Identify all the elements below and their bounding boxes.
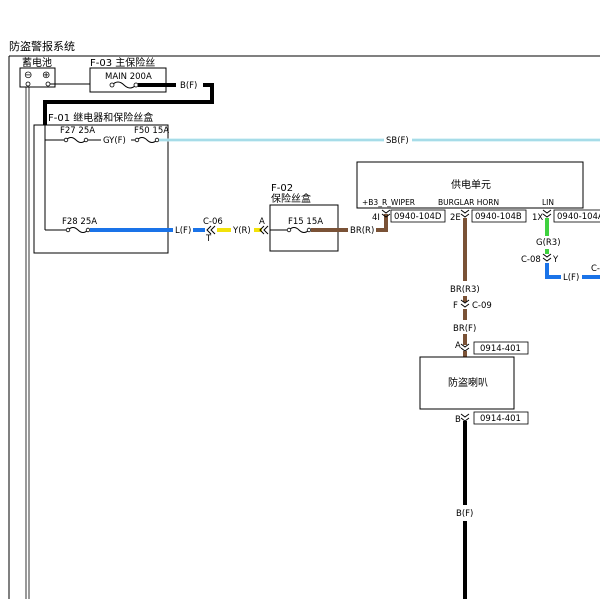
horn-in-connector-icon [460,343,470,352]
battery-plus-icon: ⊕ [42,70,50,81]
pin-4i-connector-icon [381,209,391,218]
fuse-f27-wire-label: GY(F) [103,136,126,146]
lin-conn-right-label: C- [591,264,600,274]
wire-g-r3-label: G(R3) [536,238,561,248]
c06-connector-icon [206,225,216,235]
pin-1x: 1X [532,213,543,223]
f02-fuse-term-r [306,227,312,233]
conn-d-box [390,209,446,223]
f02-fuse-label: F15 15A [288,217,323,227]
y-wire-label: Y(R) [232,226,251,236]
battery-terminal-minus [25,81,31,87]
page-title: 防盗警报系统 [9,39,75,53]
connector-c06: C-06 T [203,217,223,244]
conn-a-box [553,209,600,223]
horn-label: 防盗喇叭 [448,376,488,389]
c06-pin: T [205,234,212,244]
wire-l-f-label: L(F) [563,273,579,283]
fuse-f27-term-l [63,137,69,143]
br-wire-label: BR(R) [350,226,374,236]
wire-br-r3-label: BR(R3) [450,285,480,295]
main-fuse-rating: MAIN 200A [105,72,152,82]
lin-blue-wire-a [545,263,561,279]
battery-minus-icon: ⊖ [24,70,32,81]
horn-conn-bottom-box [473,411,529,425]
main-fuse-term-r [133,82,139,88]
battery: 蓄电池 ⊖ ⊕ [19,56,56,88]
c08-pin: Y [552,255,559,265]
conn-b-box [471,209,527,223]
supply-unit: 供电单元 +B3_R_WIPER BURGLAR HORN LIN [356,161,584,209]
conn-a-label: 0940-104A [557,212,600,222]
pin-b3-label: +B3_R_WIPER [362,198,415,207]
main-fuse-out-wire-b [43,83,214,125]
f02-name: 保险丝盒 [271,192,311,205]
relay-box-frame [33,124,169,254]
main-fuse-wire-label: B(F) [180,81,197,91]
pin-1x-connector-icon [542,209,552,218]
relay-box: F-01 继电器和保险丝盒 F27 25A GY(F) F50 15A F28 … [33,111,169,254]
battery-label: 蓄电池 [22,56,52,69]
pin-2e: 2E [450,213,461,223]
f02-fuse-term-l [286,227,292,233]
relay-box-id: F-01 继电器和保险丝盒 [48,111,153,124]
fuse-f28-term-l [65,227,71,233]
horn-conn-bottom-label: 0914-401 [480,414,521,424]
fuse-box-f02: F-02 保险丝盒 F15 15A [269,183,339,252]
conn-c09-label: C-09 [472,301,492,311]
fuse-f28-icon [67,227,89,233]
sb-wire-label: SB(F) [386,136,409,146]
fuse-f50-label: F50 15A [134,126,169,136]
conn-d-label: 0940-104D [394,212,442,222]
c08-id: C-08 [521,255,541,265]
horn-black-wire-label: B(F) [456,509,473,519]
conn-f-label: F [453,301,458,311]
supply-unit-frame [356,161,584,209]
fuse-f50-term-l [134,137,140,143]
main-fuse-term-l [109,82,115,88]
main-fuse-id: F-03 主保险丝 [90,56,155,69]
horn-pin-b: B [455,415,461,425]
main-fuse: F-03 主保险丝 MAIN 200A [89,56,167,93]
fuse-f50-term-r [154,137,160,143]
horn-out-connector-icon [460,413,470,422]
horn-conn-top-box [473,341,529,355]
wire-br-f-label: BR(F) [453,324,476,334]
fuse-f27-term-r [83,137,89,143]
fuse-f28-label: F28 25A [62,217,97,227]
fuse-f28-term-r [85,227,91,233]
c06-pin-a: A [259,217,265,227]
fuse-f50-icon [136,137,158,143]
pin-horn-label: BURGLAR HORN [438,198,499,207]
horn-conn-top-label: 0914-401 [480,344,521,354]
pin-lin-label: LIN [542,198,554,207]
conn-b-label: 0940-104B [475,212,522,222]
f02-fuse-icon [288,227,310,233]
horn: 防盗喇叭 [419,356,515,410]
horn-frame [419,356,515,410]
c08-connector-icon [542,253,552,262]
br-wire-b [376,214,388,232]
l-wire-label: L(F) [175,226,191,236]
f02-id: F-02 [271,183,293,194]
fuse-f27-icon [65,137,87,143]
f02-in-connector-icon [259,225,269,235]
main-fuse-symbol-icon [111,81,137,89]
pin-4i: 4I [372,213,380,223]
horn-pin-a: A [455,341,461,351]
c06-id: C-06 [203,217,223,227]
supply-unit-title: 供电单元 [451,178,491,191]
fuse-f27-label: F27 25A [60,126,95,136]
battery-terminal-plus [45,81,51,87]
c09-connector-icon [460,299,470,308]
pin-2e-connector-icon [460,209,470,218]
